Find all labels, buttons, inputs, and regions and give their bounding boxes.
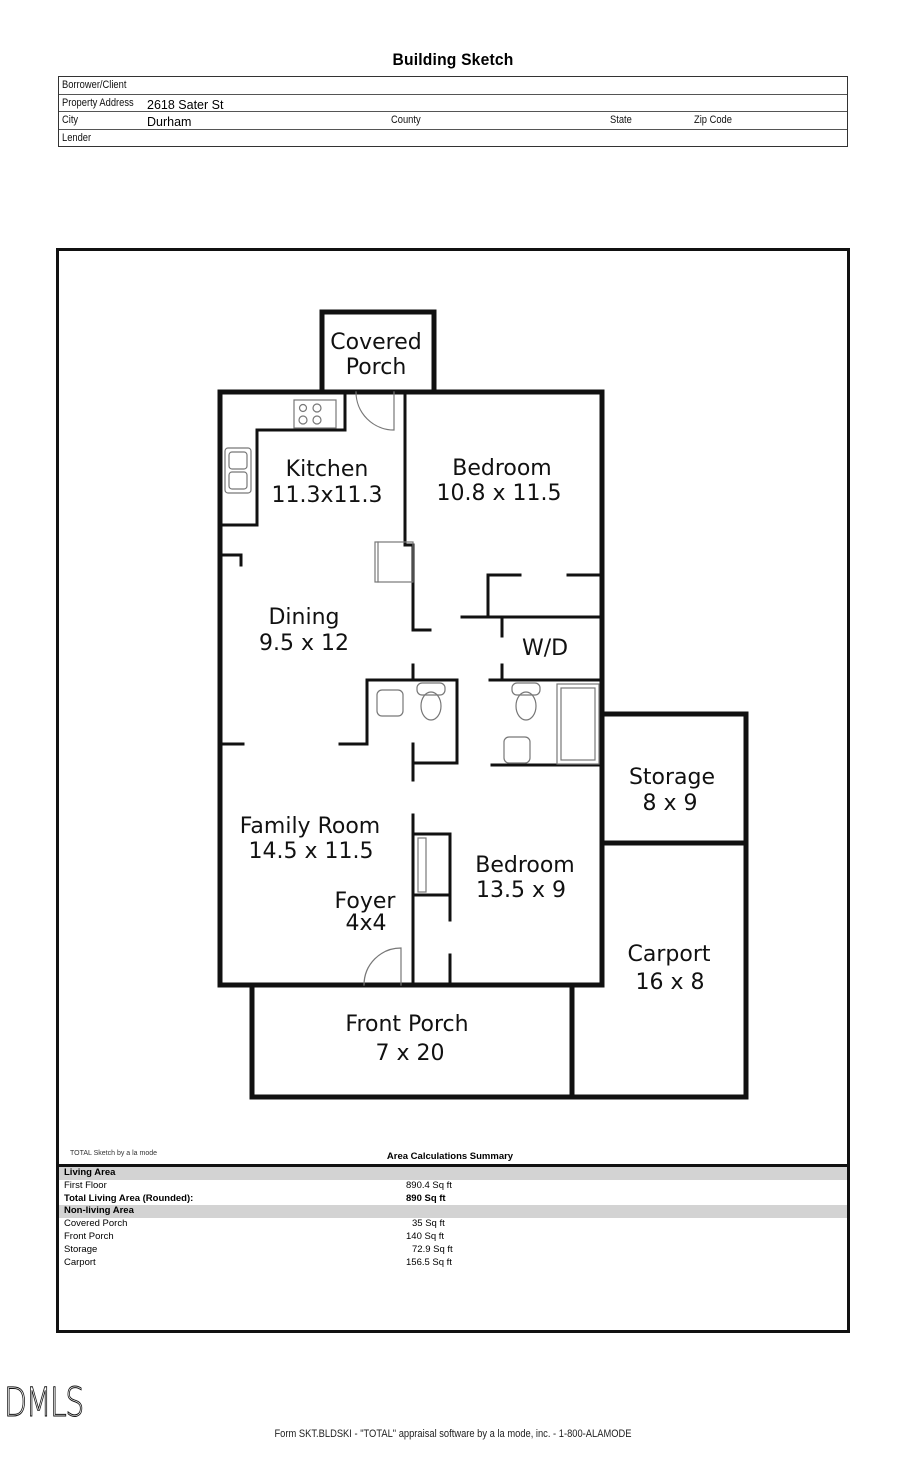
living-area-header: Living Area [59,1167,847,1180]
county-label: County [391,114,421,126]
carport-row: Carport 156.5 Sq ft [64,1256,452,1268]
room-labels: Covered Porch Kitchen 11.3x11.3 Bedroom … [240,330,715,1066]
interior-walls [218,390,604,987]
toilet-icon [511,682,541,696]
kitchen-dims: 11.3x11.3 [272,483,383,508]
storage-row: Storage 72.9 Sq ft [64,1243,453,1255]
foyer-label: Foyer [335,889,397,914]
non-living-area-header: Non-living Area [59,1205,847,1219]
fixtures [224,391,600,986]
dmls-watermark: DMLS [4,1380,85,1427]
summary-title: Area Calculations Summary [386,1151,514,1162]
address-row: Property Address 2618 Sater St [59,95,847,112]
sketch-frame [56,248,850,1333]
house-outline [217,389,605,988]
page-title: Building Sketch [392,50,514,69]
sink-icon [224,447,252,494]
sketch-credit: TOTAL Sketch by a la mode [70,1150,158,1157]
wd-label: W/D [522,636,568,661]
first-floor-row: First Floor 890.4 Sq ft [64,1179,452,1191]
storage-dims: 8 x 9 [643,791,698,816]
stove-icon [293,399,337,429]
bedroom-2-dims: 13.5 x 9 [476,878,566,903]
dining-dims: 9.5 x 12 [259,631,349,656]
borrower-row: Borrower/Client [59,77,847,95]
covered-porch-label: Covered [330,330,421,355]
bedroom-1-dims: 10.8 x 11.5 [437,481,562,506]
form-footer: Form SKT.BLDSKI - "TOTAL" appraisal soft… [274,1428,632,1440]
covered-porch-label: Porch [346,355,407,380]
total-living-area-row: Total Living Area (Rounded): 890 Sq ft [64,1192,446,1204]
front-porch-row: Front Porch 140 Sq ft [64,1230,445,1242]
bathtub-icon [556,683,600,765]
property-info-table: Borrower/Client Property Address 2618 Sa… [58,76,848,147]
closet-shelf-icon [417,837,427,893]
refrigerator-icon [374,541,414,583]
floor-plan: Covered Porch Kitchen 11.3x11.3 Bedroom … [217,309,749,1100]
bedroom-1-label: Bedroom [452,456,552,481]
city-row: City Durham County State Zip Code [59,112,847,130]
city-value: Durham [147,115,192,129]
lender-row: Lender [59,130,847,147]
dining-label: Dining [268,605,339,630]
bath-sink-icon [503,736,531,764]
family-room-dims: 14.5 x 11.5 [249,839,374,864]
state-label: State [610,114,632,126]
zip-label: Zip Code [694,114,732,126]
storage-label: Storage [629,765,715,790]
bath-sink-icon [376,689,404,717]
front-porch-label: Front Porch [345,1012,468,1037]
city-label: City [62,114,79,126]
kitchen-label: Kitchen [286,457,369,482]
family-room-label: Family Room [240,814,380,839]
carport-dims: 16 x 8 [636,970,705,995]
foyer-dims: 4x4 [345,911,386,936]
bedroom-2-label: Bedroom [475,853,575,878]
front-door-icon [363,947,402,986]
toilet-icon [416,682,446,696]
area-summary-table: Living Area First Floor 890.4 Sq ft Tota… [59,1164,847,1269]
address-label: Property Address [62,96,134,109]
carport-label: Carport [628,942,711,967]
front-porch-outline [249,982,575,1100]
address-value: 2618 Sater St [147,97,224,112]
borrower-label: Borrower/Client [62,79,127,91]
lender-label: Lender [62,131,92,144]
front-porch-dims: 7 x 20 [376,1041,445,1066]
covered-porch-row: Covered Porch 35 Sq ft [64,1218,445,1230]
back-door-icon [355,391,395,431]
